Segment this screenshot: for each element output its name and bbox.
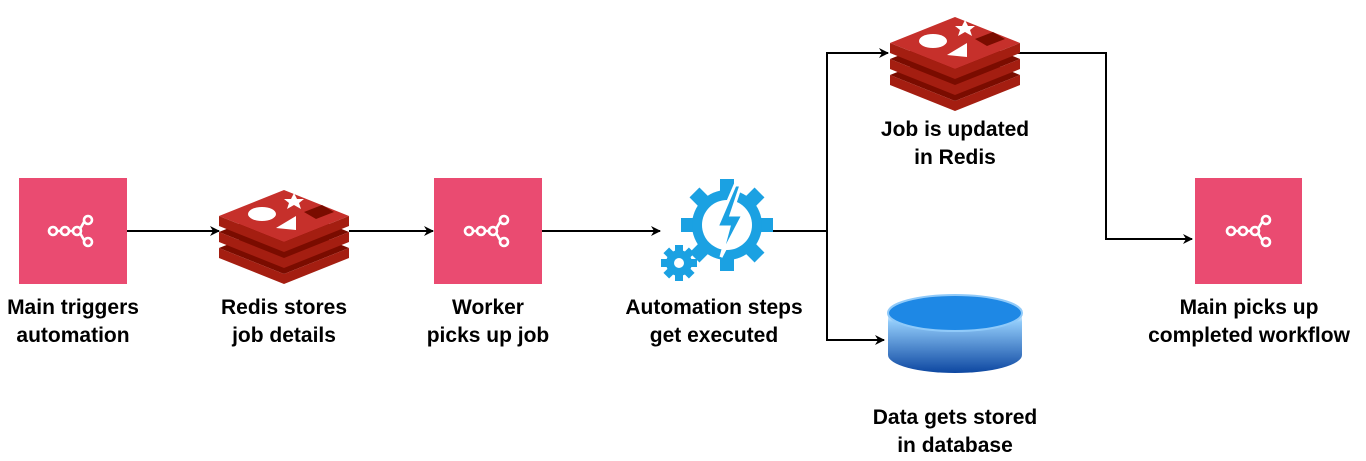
label-line: Data gets stored (872, 406, 1038, 429)
label-line: in Redis (914, 146, 996, 169)
redis-icon (890, 17, 1020, 111)
n8n-workflow-icon (19, 178, 127, 284)
arrow-automation-to-database (826, 231, 885, 345)
n8n-workflow-icon (434, 178, 542, 284)
label-worker: Worker picks up job (400, 294, 576, 350)
label-redis-stores: Redis stores job details (196, 294, 372, 350)
connectors (127, 48, 1193, 345)
label-line: Main picks up (1179, 296, 1319, 319)
label-line: Main triggers (7, 296, 139, 319)
label-line: get executed (649, 324, 779, 347)
label-line: job details (232, 324, 336, 347)
database-icon (887, 294, 1023, 373)
label-main-triggers: Main triggers automation (0, 294, 161, 350)
label-line: in database (897, 434, 1013, 457)
n8n-workflow-icon (1195, 178, 1302, 284)
label-data-stored: Data gets stored in database (845, 404, 1065, 460)
label-line: Job is updated (880, 118, 1030, 141)
label-line: completed workflow (1148, 324, 1350, 347)
label-line: Automation steps (625, 296, 803, 319)
redis-icon (219, 190, 349, 284)
label-line: Redis stores (220, 296, 348, 319)
gear-lightning-icon (661, 179, 773, 281)
arrow-redis-update-to-main (1017, 52, 1193, 244)
arrow-automation-to-redis-update (768, 48, 889, 232)
label-automation-steps: Automation steps get executed (604, 294, 824, 350)
label-line: picks up job (426, 324, 550, 347)
label-line: Worker (452, 296, 524, 319)
label-line: automation (16, 324, 130, 347)
label-job-updated: Job is updated in Redis (855, 116, 1055, 172)
label-main-picks-up: Main picks up completed workflow (1136, 294, 1362, 350)
